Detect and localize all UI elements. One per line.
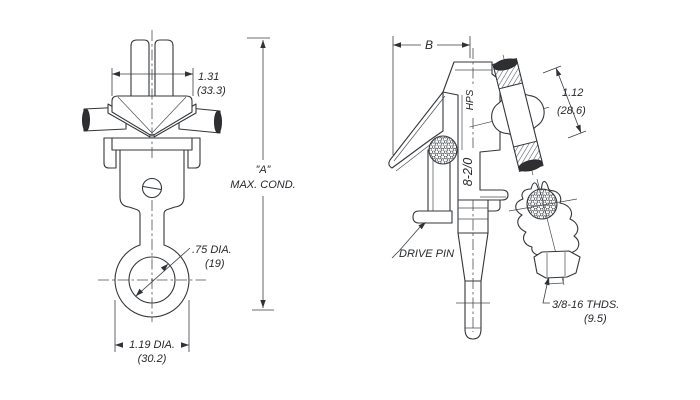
dim-width-label: B <box>425 38 433 52</box>
stem-rod <box>464 280 482 340</box>
stirrup-assembly <box>508 178 581 286</box>
callout-thread-label-1: 3/8-16 THDS. <box>552 299 619 311</box>
dim-b: B <box>392 36 471 155</box>
pin-slot <box>142 185 162 191</box>
arrowhead <box>160 263 169 272</box>
arrowhead <box>112 71 120 77</box>
conductor-end-cap <box>518 159 543 172</box>
leader-line <box>391 226 421 259</box>
extension-lines <box>392 36 471 155</box>
stem <box>456 199 490 340</box>
dim-eye-hole: .75 DIA. (19) <box>135 244 232 297</box>
callout-drive-pin: DRIVE PIN <box>391 222 454 260</box>
keeper-post-right <box>154 39 174 98</box>
dim-height-label-2: MAX. COND. <box>230 179 295 191</box>
body-marking-range: 8-2/0 <box>461 158 475 187</box>
extension-lines <box>111 68 194 96</box>
arrowhead <box>115 342 123 348</box>
hex-nut <box>533 250 581 279</box>
conductor-end-cap <box>213 110 222 134</box>
arrowhead <box>556 68 562 77</box>
hook-jaw <box>388 91 444 169</box>
body-step <box>487 199 501 212</box>
drive-pin <box>412 210 453 224</box>
dim-top-width-mm: (33.3) <box>197 85 226 97</box>
dim-hole-in: .75 DIA. <box>192 244 232 256</box>
extension-lines <box>114 300 190 352</box>
conductor-cross-section <box>428 135 458 165</box>
dim-top-width-in: 1.31 <box>198 71 219 83</box>
body-marking-brand: HPS <box>465 89 476 110</box>
hook-inner-lines <box>393 95 446 172</box>
cap-rib-lines <box>117 96 187 134</box>
conductor-end-cap <box>82 108 91 132</box>
arrowhead <box>575 124 581 133</box>
dimension-line <box>555 67 582 134</box>
callout-thread: 3/8-16 THDS. (9.5) <box>542 277 619 325</box>
callout-drive-pin-label: DRIVE PIN <box>399 248 454 260</box>
arrowhead <box>393 42 401 48</box>
callout-thread-label-2: (9.5) <box>584 313 607 325</box>
dim-conductor: 1.12 (28.6) <box>542 65 587 139</box>
keeper-post-left <box>130 39 150 98</box>
arrowhead <box>185 71 193 77</box>
arrowhead <box>260 40 266 48</box>
dim-conductor-mm: (28.6) <box>557 105 586 117</box>
arrowhead <box>260 300 266 308</box>
dim-overall-height: ”A” MAX. COND. <box>230 37 296 311</box>
front-view: 1.31 (33.3) ”A” MAX. COND. .75 DIA. (19) <box>82 30 296 365</box>
body-detail-lines <box>455 69 506 198</box>
arrowhead <box>135 288 144 297</box>
dim-top-width: 1.31 (33.3) <box>111 68 226 97</box>
dim-eye-mm: (30.2) <box>138 353 167 365</box>
saddle-clamp-group <box>469 54 550 176</box>
stirrup-conductor-section <box>526 188 558 220</box>
dim-hole-mm: (19) <box>205 258 225 270</box>
clamp-body-side <box>442 61 509 201</box>
leader-line <box>542 279 550 304</box>
extension-lines <box>542 65 587 139</box>
leader-line <box>135 247 191 297</box>
arrowhead <box>418 222 426 230</box>
arrowhead <box>544 277 550 286</box>
arrowhead <box>462 42 470 48</box>
dim-conductor-in: 1.12 <box>562 87 583 99</box>
dim-height-label-1: ”A” <box>256 164 272 176</box>
arrowhead <box>181 342 189 348</box>
pin-head <box>141 177 163 199</box>
dim-eye-in: 1.19 DIA. <box>129 339 175 351</box>
extension-lines <box>247 37 274 311</box>
conductor-end-cap <box>493 58 518 71</box>
side-view: HPS 8-2/0 B 1.12 (28.6) DRIVE PIN <box>388 36 619 340</box>
dim-eye-outer: 1.19 DIA. (30.2) <box>114 300 190 365</box>
